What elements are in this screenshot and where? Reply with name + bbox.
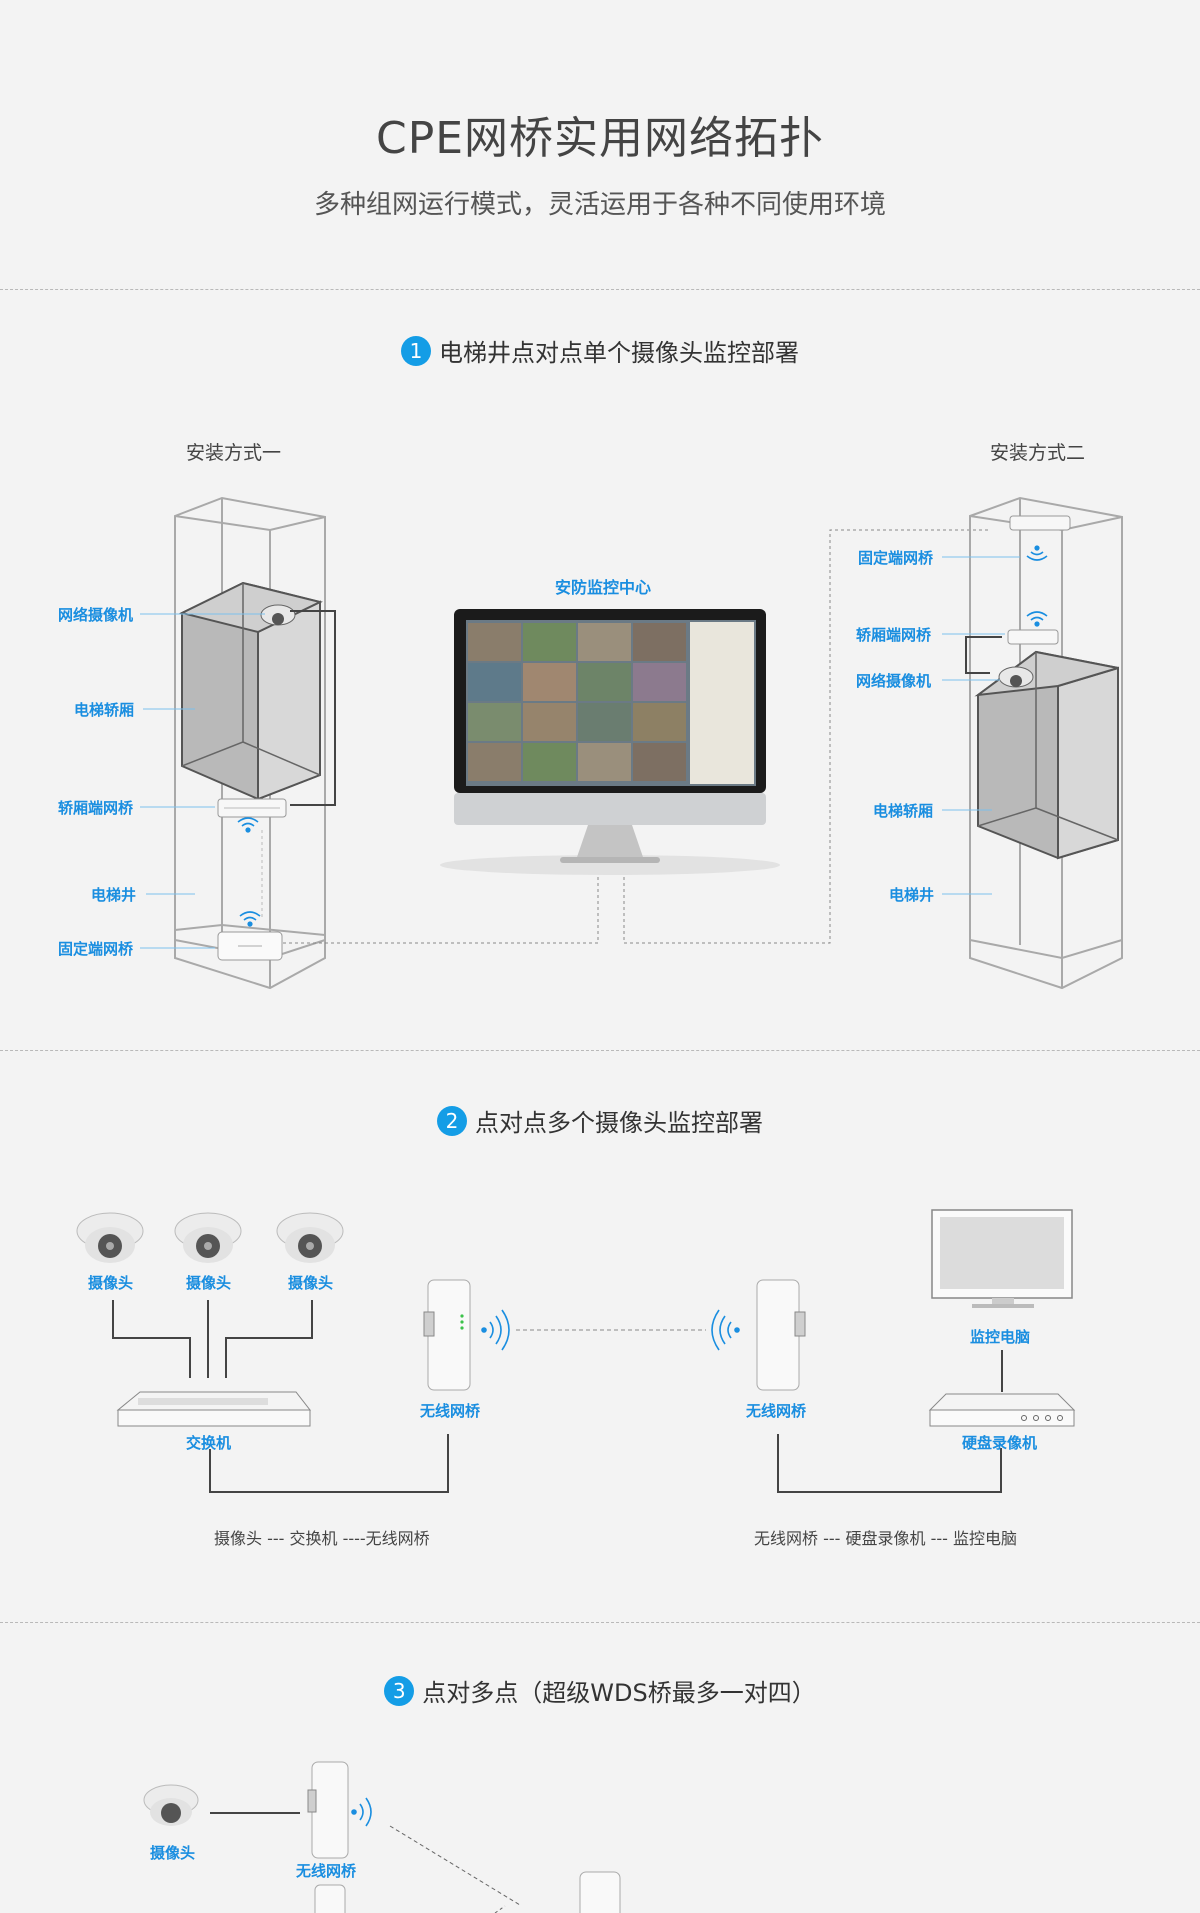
right-label-car-bridge: 轿厢端网桥: [856, 626, 932, 644]
section3-camera-icon: [143, 1784, 199, 1826]
right-elevator-car: [974, 650, 1119, 860]
cctv-tile: [523, 703, 576, 741]
section3-camera-label: 摄像头: [150, 1844, 196, 1862]
cctv-tile: [468, 703, 521, 741]
section1-title: 电梯井点对点单个摄像头监控部署: [439, 339, 799, 367]
switch-icon: [116, 1391, 312, 1427]
cctv-tile: [523, 663, 576, 701]
monitoring-center-label: 安防监控中心: [555, 578, 652, 597]
cctv-grid: [468, 623, 686, 781]
left-label-network-camera: 网络摄像机: [58, 606, 134, 624]
bridge-right-signal-icon: [711, 1309, 740, 1351]
section1-heading: 1 电梯井点对点单个摄像头监控部署: [0, 333, 1200, 368]
cctv-tile: [633, 663, 686, 701]
method-two-label: 安装方式二: [990, 442, 1086, 464]
cctv-side-panel: [690, 622, 754, 784]
bridge-right-icon: [756, 1279, 806, 1391]
page-subtitle: 多种组网运行模式，灵活运用于各种不同使用环境: [313, 190, 886, 220]
left-label-car-bridge: 轿厢端网桥: [58, 799, 134, 817]
section-divider: [0, 1050, 1200, 1051]
caption-left: 摄像头 --- 交换机 ----无线网桥: [214, 1529, 430, 1548]
section-divider: [0, 289, 1200, 290]
right-label-shaft: 电梯井: [889, 886, 935, 904]
camera-label-2: 摄像头: [186, 1274, 232, 1292]
left-fixed-bridge-icon: [217, 931, 283, 961]
cctv-tile: [633, 703, 686, 741]
cctv-tile: [578, 743, 631, 781]
cctv-tile: [523, 623, 576, 661]
right-fixed-bridge-icon: [1009, 515, 1071, 531]
nvr-label: 硬盘录像机: [962, 1434, 1038, 1452]
right-car-wifi-icon: [1026, 611, 1048, 627]
nvr-icon: [928, 1393, 1076, 1427]
bridge-left-label: 无线网桥: [420, 1402, 481, 1420]
right-label-fixed-bridge: 固定端网桥: [858, 549, 934, 567]
section3-bridge-icon: [307, 1761, 349, 1859]
left-label-shaft: 电梯井: [91, 886, 137, 904]
pc-label: 监控电脑: [970, 1328, 1031, 1346]
section2-number-badge: 2: [437, 1105, 467, 1136]
right-fixed-wifi-icon: [1026, 545, 1048, 561]
left-label-fixed-bridge: 固定端网桥: [58, 940, 134, 958]
cctv-tile: [523, 743, 576, 781]
left-dome-camera-icon: [260, 604, 296, 626]
camera-label-1: 摄像头: [88, 1274, 134, 1292]
section-divider: [0, 1622, 1200, 1623]
caption-right: 无线网桥 --- 硬盘录像机 --- 监控电脑: [754, 1529, 1017, 1548]
cctv-tile: [468, 623, 521, 661]
bridge-left-signal-icon: [481, 1309, 510, 1351]
cctv-tile: [468, 663, 521, 701]
left-elevator-car: [179, 581, 323, 801]
section3-bridge-label: 无线网桥: [296, 1862, 357, 1880]
cctv-tile: [578, 663, 631, 701]
bridge-right-label: 无线网桥: [746, 1402, 807, 1420]
cctv-tile: [468, 743, 521, 781]
section3-center-bridge-icon: [579, 1871, 621, 1913]
left-car-bridge-icon: [217, 798, 287, 818]
left-fixed-wifi-icon: [239, 911, 261, 927]
section3-signal-icon: [351, 1797, 372, 1827]
section2-heading: 2 点对点多个摄像头监控部署: [0, 1103, 1200, 1138]
right-elevator-shaft: [969, 496, 1123, 990]
cctv-tile: [578, 703, 631, 741]
right-label-elevator-car: 电梯轿厢: [873, 802, 934, 820]
bridge-left-icon: [423, 1279, 471, 1391]
left-car-wifi-icon: [237, 817, 259, 833]
section3-lower-bridge-icon: [314, 1884, 346, 1913]
left-label-elevator-car: 电梯轿厢: [74, 701, 135, 719]
method-one-label: 安装方式一: [186, 442, 282, 464]
camera-to-switch-cables: [112, 1300, 313, 1378]
camera-label-3: 摄像头: [288, 1274, 334, 1292]
switch-label: 交换机: [186, 1434, 232, 1452]
pc-monitor-icon: [931, 1209, 1073, 1308]
section3-title: 点对多点（超级WDS桥最多一对四）: [422, 1679, 816, 1707]
cctv-tile: [633, 743, 686, 781]
right-label-network-camera: 网络摄像机: [856, 672, 932, 690]
cctv-tile: [633, 623, 686, 661]
right-dome-camera-icon: [998, 666, 1034, 688]
page-title: CPE网桥实用网络拓扑: [375, 113, 825, 164]
camera-icons-row: [76, 1212, 344, 1263]
cctv-tile: [578, 623, 631, 661]
section1-number-badge: 1: [401, 335, 431, 366]
right-car-bridge-icon: [1007, 629, 1059, 645]
section2-title: 点对点多个摄像头监控部署: [475, 1109, 763, 1137]
section3-number-badge: 3: [384, 1675, 415, 1706]
